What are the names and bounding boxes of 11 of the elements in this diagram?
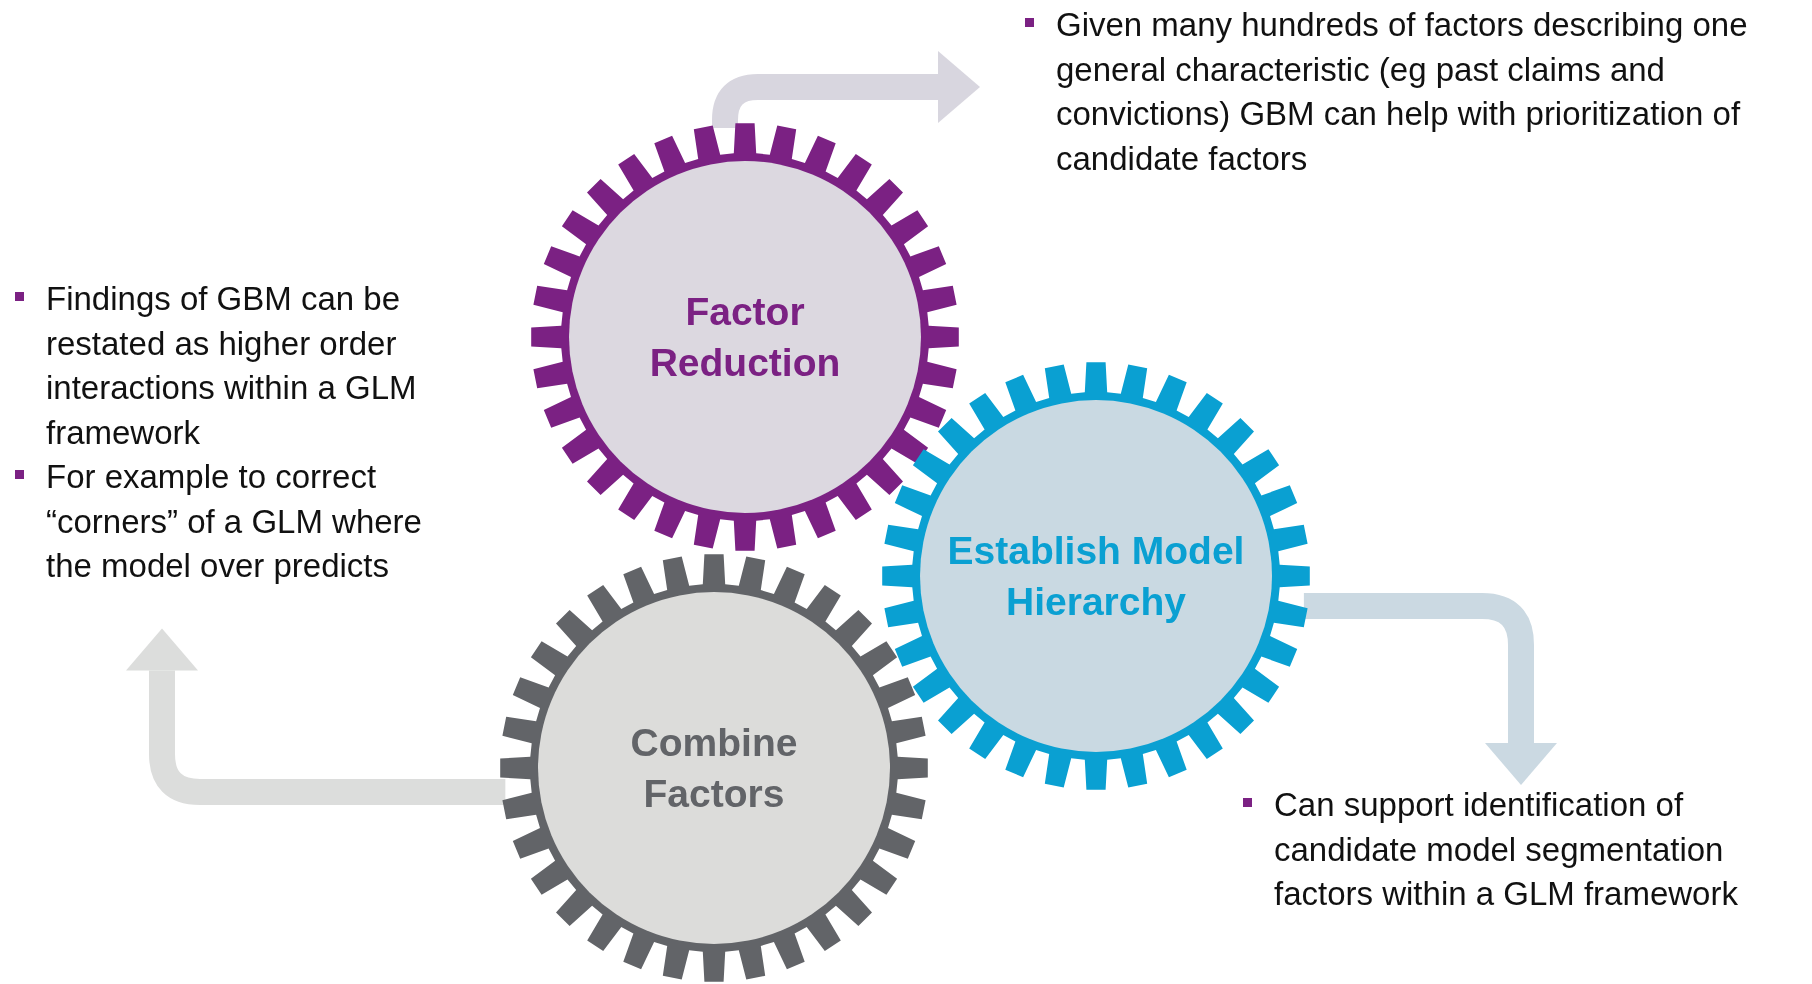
bullet-text: For example to correct “corners” of a GLM where the model over predicts: [12, 455, 456, 589]
bullet-text: Given many hundreds of factors describing one general characteristic (eg past claims and convictions) GBM can help with prioritization of candidate factors: [1022, 3, 1800, 181]
bullet-text: Can support identification of candidate model segmentation factors within a GLM framework: [1240, 783, 1812, 917]
gear-label: Combine Factors: [629, 720, 799, 817]
arrow: [1303, 593, 1557, 785]
gear-label: Establish Model Hierarchy: [946, 528, 1246, 625]
gear: [882, 362, 1310, 790]
gear-label: Factor Reduction: [648, 289, 842, 386]
arrow: [126, 628, 506, 805]
bullet-text: Findings of GBM can be restated as higher order interactions within a GLM framework: [12, 277, 456, 455]
gear: [500, 554, 928, 982]
